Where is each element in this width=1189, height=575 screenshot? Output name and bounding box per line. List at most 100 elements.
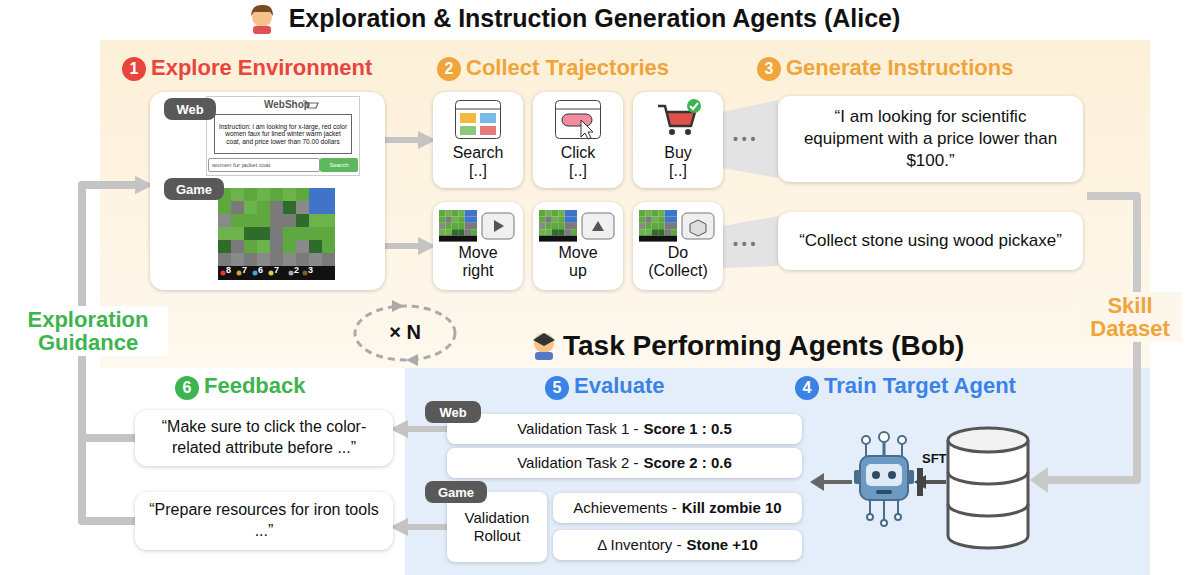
wedge (723, 216, 778, 268)
game-tile (296, 227, 309, 240)
node-text: Game (438, 485, 474, 500)
layout-shape (669, 129, 675, 135)
trajectory-card: Move right (433, 202, 523, 290)
inventory-icon (237, 271, 242, 276)
inventory-icon (221, 271, 226, 276)
inventory-strip (539, 236, 577, 242)
game-tile (231, 188, 244, 201)
node-text: Validation Task 2 - (517, 454, 638, 472)
layout-shape (948, 472, 1028, 516)
game-tile (452, 223, 458, 229)
action-icon (481, 212, 515, 240)
game-tile (458, 216, 464, 222)
game-tile (552, 210, 558, 216)
game-tile (270, 227, 283, 240)
layout-shape (682, 213, 714, 239)
game-tile (244, 240, 257, 253)
tag-pill: Game (164, 178, 224, 200)
layout-shape (685, 129, 691, 135)
wedge (723, 100, 778, 178)
game-tile (439, 223, 445, 229)
game-tile (665, 210, 671, 216)
game-tile (244, 253, 257, 266)
game-tile (218, 240, 231, 253)
layout-shape (895, 514, 901, 520)
layout-shape (556, 109, 600, 110)
game-tile (571, 210, 577, 216)
game-tile (539, 216, 545, 222)
inventory-icon (253, 271, 258, 276)
game-tile (665, 216, 671, 222)
game-tile (539, 210, 545, 216)
feedback-box: “Make sure to click the color-related at… (135, 410, 393, 466)
game-tile (244, 188, 257, 201)
game-tile (558, 210, 564, 216)
game-tile (231, 214, 244, 227)
game-tile (244, 227, 257, 240)
game-tile (283, 227, 296, 240)
game-tile (645, 210, 651, 216)
layout-shape (482, 213, 514, 239)
game-tile (244, 214, 257, 227)
node-text: Web (439, 405, 466, 420)
game-tile (309, 227, 322, 240)
label: 2 (294, 265, 299, 275)
evaluation-box: Validation Task 2 - Score 2 : 0.6 (447, 448, 802, 478)
game-tile (439, 210, 445, 216)
game-tile (309, 188, 322, 201)
game-tile (539, 229, 545, 235)
game-tile (565, 210, 571, 216)
connector (385, 243, 423, 249)
game-tile (671, 210, 677, 216)
game-tile (283, 214, 296, 227)
diagram-title: Exploration & Instruction Generation Age… (0, 4, 1189, 33)
node-text: Search (329, 162, 348, 168)
node-text: Score 2 : 0.6 (643, 454, 731, 472)
layout-shape (860, 456, 908, 500)
label: 7 (242, 265, 247, 275)
game-tile (218, 227, 231, 240)
game-tile (283, 201, 296, 214)
game-tile (218, 253, 231, 266)
node-text: “Prepare resources for iron tools ...” (147, 500, 381, 542)
node-text: Game (176, 182, 212, 197)
game-tile (645, 216, 651, 222)
game-tile (296, 214, 309, 227)
label: Exploration Guidance (8, 306, 168, 356)
cart-icon (655, 98, 703, 140)
tag-pill: Game (425, 481, 487, 503)
game-tile (231, 253, 244, 266)
game-tile (270, 188, 283, 201)
label: 6 (258, 265, 263, 275)
action-icon (581, 212, 615, 240)
inventory-strip (439, 236, 477, 242)
game-tile (452, 216, 458, 222)
game-tile (231, 201, 244, 214)
label: 7 (274, 265, 279, 275)
game-tile (458, 223, 464, 229)
evaluation-box: Achievements -Kill zombie 10 (553, 493, 802, 523)
game-tile (296, 188, 309, 201)
game-tile (471, 210, 477, 216)
game-tile (558, 216, 564, 222)
game-tile (257, 214, 270, 227)
layout-shape (533, 333, 555, 346)
layout-shape (867, 514, 873, 520)
game-tile (471, 223, 477, 229)
layout-shape (494, 220, 504, 232)
game-tile (283, 253, 296, 266)
connector (385, 137, 423, 143)
game-tile (571, 216, 577, 222)
label: Train Target Agent (824, 373, 1016, 398)
layout-shape (251, 5, 273, 16)
inventory-strip (218, 266, 335, 280)
game-tile (665, 229, 671, 235)
callout-number: 4 (795, 376, 819, 400)
search-icon (455, 100, 501, 140)
game-tile (658, 223, 664, 229)
game-tile (257, 253, 270, 266)
game-tile (458, 210, 464, 216)
game-tile (539, 223, 545, 229)
layout-shape (535, 352, 553, 360)
layout-shape (534, 333, 554, 353)
